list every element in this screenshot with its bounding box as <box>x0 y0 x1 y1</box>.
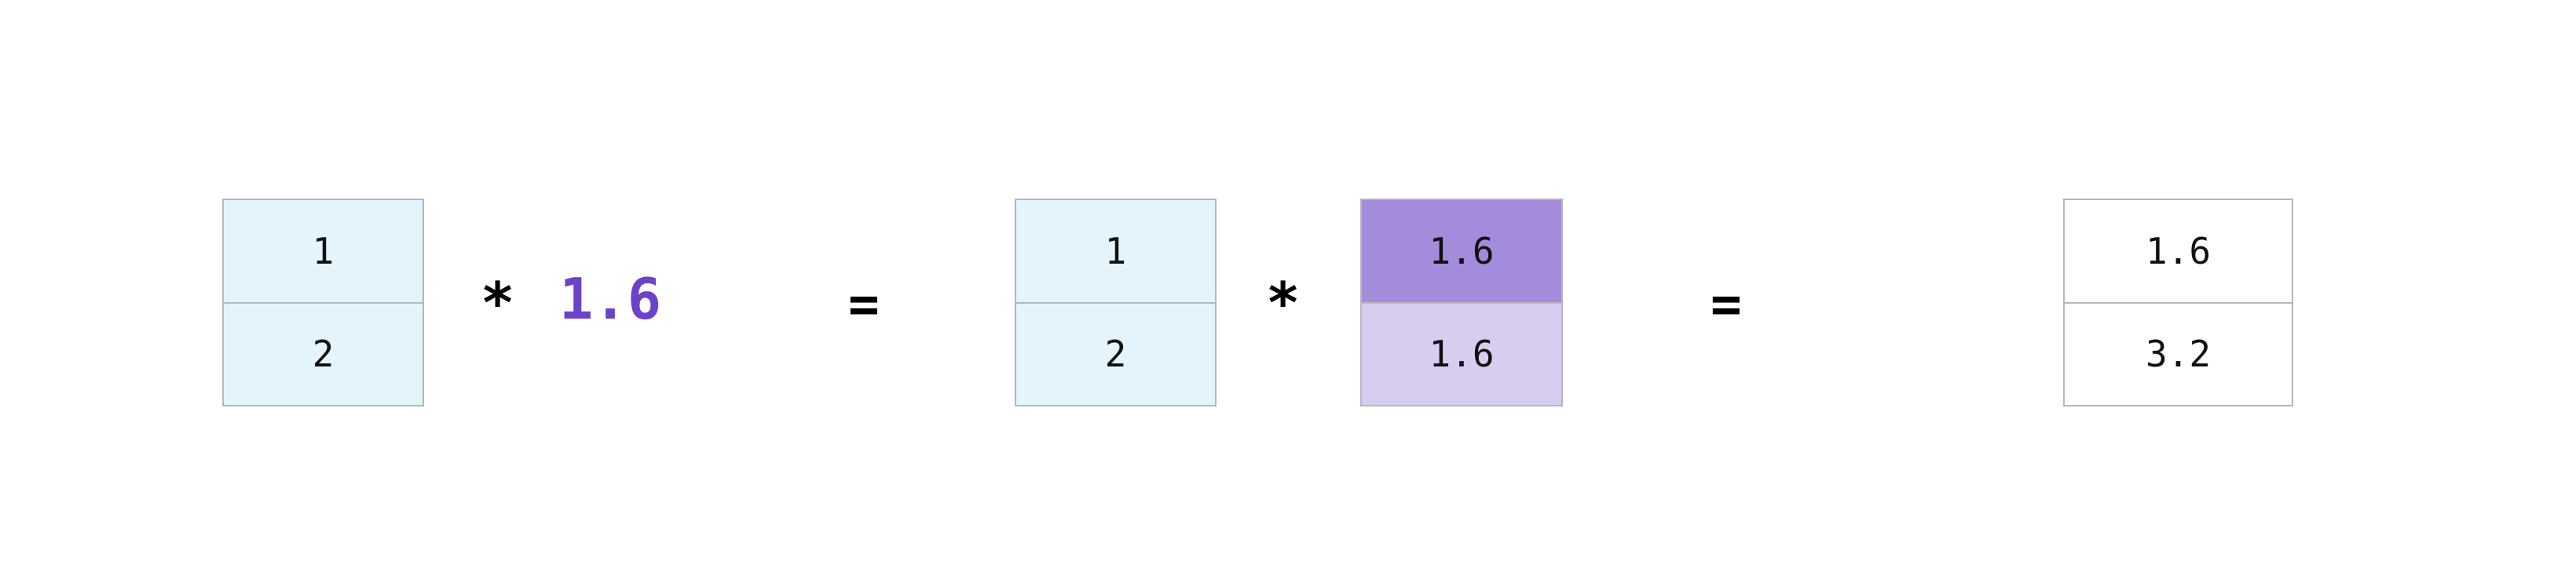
matrix-cell: 1 <box>1016 200 1215 302</box>
matrix-cell: 1.6 <box>1362 301 1561 405</box>
matrix-result: 1.6 3.2 <box>2063 199 2293 406</box>
matrix-cell: 1.6 <box>2065 200 2292 302</box>
operator-equals-1: = <box>848 274 880 334</box>
operator-equals-2: = <box>1711 274 1742 334</box>
matrix-cell: 1.6 <box>1362 200 1561 302</box>
matrix-broadcast-scalar: 1.6 1.6 <box>1360 199 1563 406</box>
matrix-cell: 1 <box>224 200 423 302</box>
operator-multiply-2: * <box>1266 270 1301 336</box>
operator-multiply-1: * <box>481 270 515 336</box>
scalar-value: 1.6 <box>559 266 662 332</box>
matrix-cell: 2 <box>224 301 423 405</box>
matrix-operand-b: 1 2 <box>1015 199 1217 406</box>
matrix-operand-a: 1 2 <box>222 199 424 406</box>
matrix-cell: 2 <box>1016 301 1215 405</box>
matrix-cell: 3.2 <box>2065 301 2292 405</box>
